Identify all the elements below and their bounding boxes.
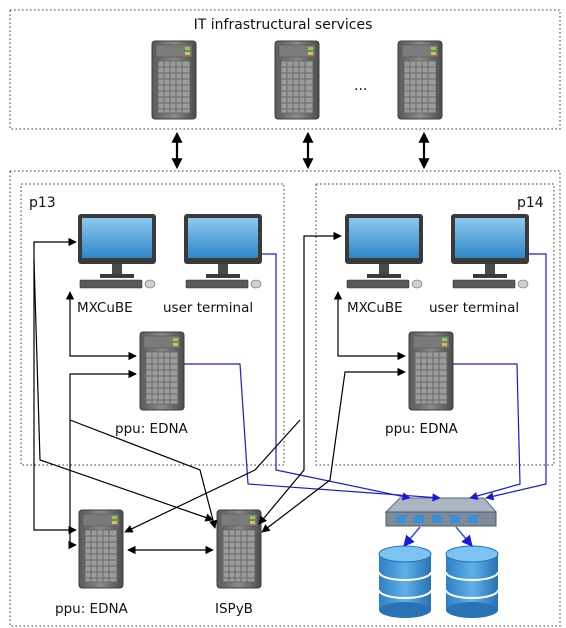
p14-central-ppu-link <box>124 419 301 533</box>
ispyb-server-icon <box>216 509 262 589</box>
p14-ppu-server-icon <box>408 331 454 411</box>
p14-terminal-storage-link <box>485 253 547 501</box>
p14-mxcube-workstation-icon <box>344 213 424 289</box>
it-services-title: IT infrastructural services <box>194 17 373 33</box>
p13-mxcube-central-ppu-link <box>33 237 77 535</box>
central-ppu-server-icon <box>78 509 124 589</box>
ellipsis-label: ... <box>354 78 367 94</box>
it-server-1-icon <box>151 40 197 120</box>
p13-mxcube-label: MXCuBE <box>77 300 133 316</box>
it-server-2-icon <box>274 40 320 120</box>
database-2-icon <box>445 545 499 619</box>
beamline-network-frame <box>9 170 561 627</box>
p13-label: p13 <box>29 195 56 211</box>
p13-user-terminal-icon <box>183 213 263 289</box>
p13-ppu-server-icon <box>139 331 185 411</box>
p14-user-terminal-label: user terminal <box>429 300 519 316</box>
p14-user-terminal-icon <box>450 213 530 289</box>
p13-ppu-ispyb-link <box>69 419 218 529</box>
it-services-frame <box>9 9 561 130</box>
p13-user-terminal-label: user terminal <box>163 300 253 316</box>
p13-mxcube-ispyb-link <box>33 259 214 522</box>
p14-label: p14 <box>517 195 544 211</box>
p14-mxcube-ispyb-link <box>258 231 342 525</box>
p14-ppu-label: ppu: EDNA <box>385 421 459 437</box>
database-1-icon <box>378 545 432 619</box>
p14-mxcube-label: MXCuBE <box>347 300 403 316</box>
switch-to-db1-arrow <box>403 526 421 547</box>
p14-ppu-storage-link <box>453 363 521 501</box>
network-switch-icon <box>384 497 498 527</box>
p14-left-bus <box>261 367 406 533</box>
p13-mxcube-workstation-icon <box>77 213 157 289</box>
ispyb-label: ISPyB <box>215 601 253 617</box>
p13-ppu-label: ppu: EDNA <box>115 421 189 437</box>
central-ppu-label: ppu: EDNA <box>55 601 129 617</box>
switch-to-db2-arrow <box>455 526 473 547</box>
it-server-3-icon <box>397 40 443 120</box>
